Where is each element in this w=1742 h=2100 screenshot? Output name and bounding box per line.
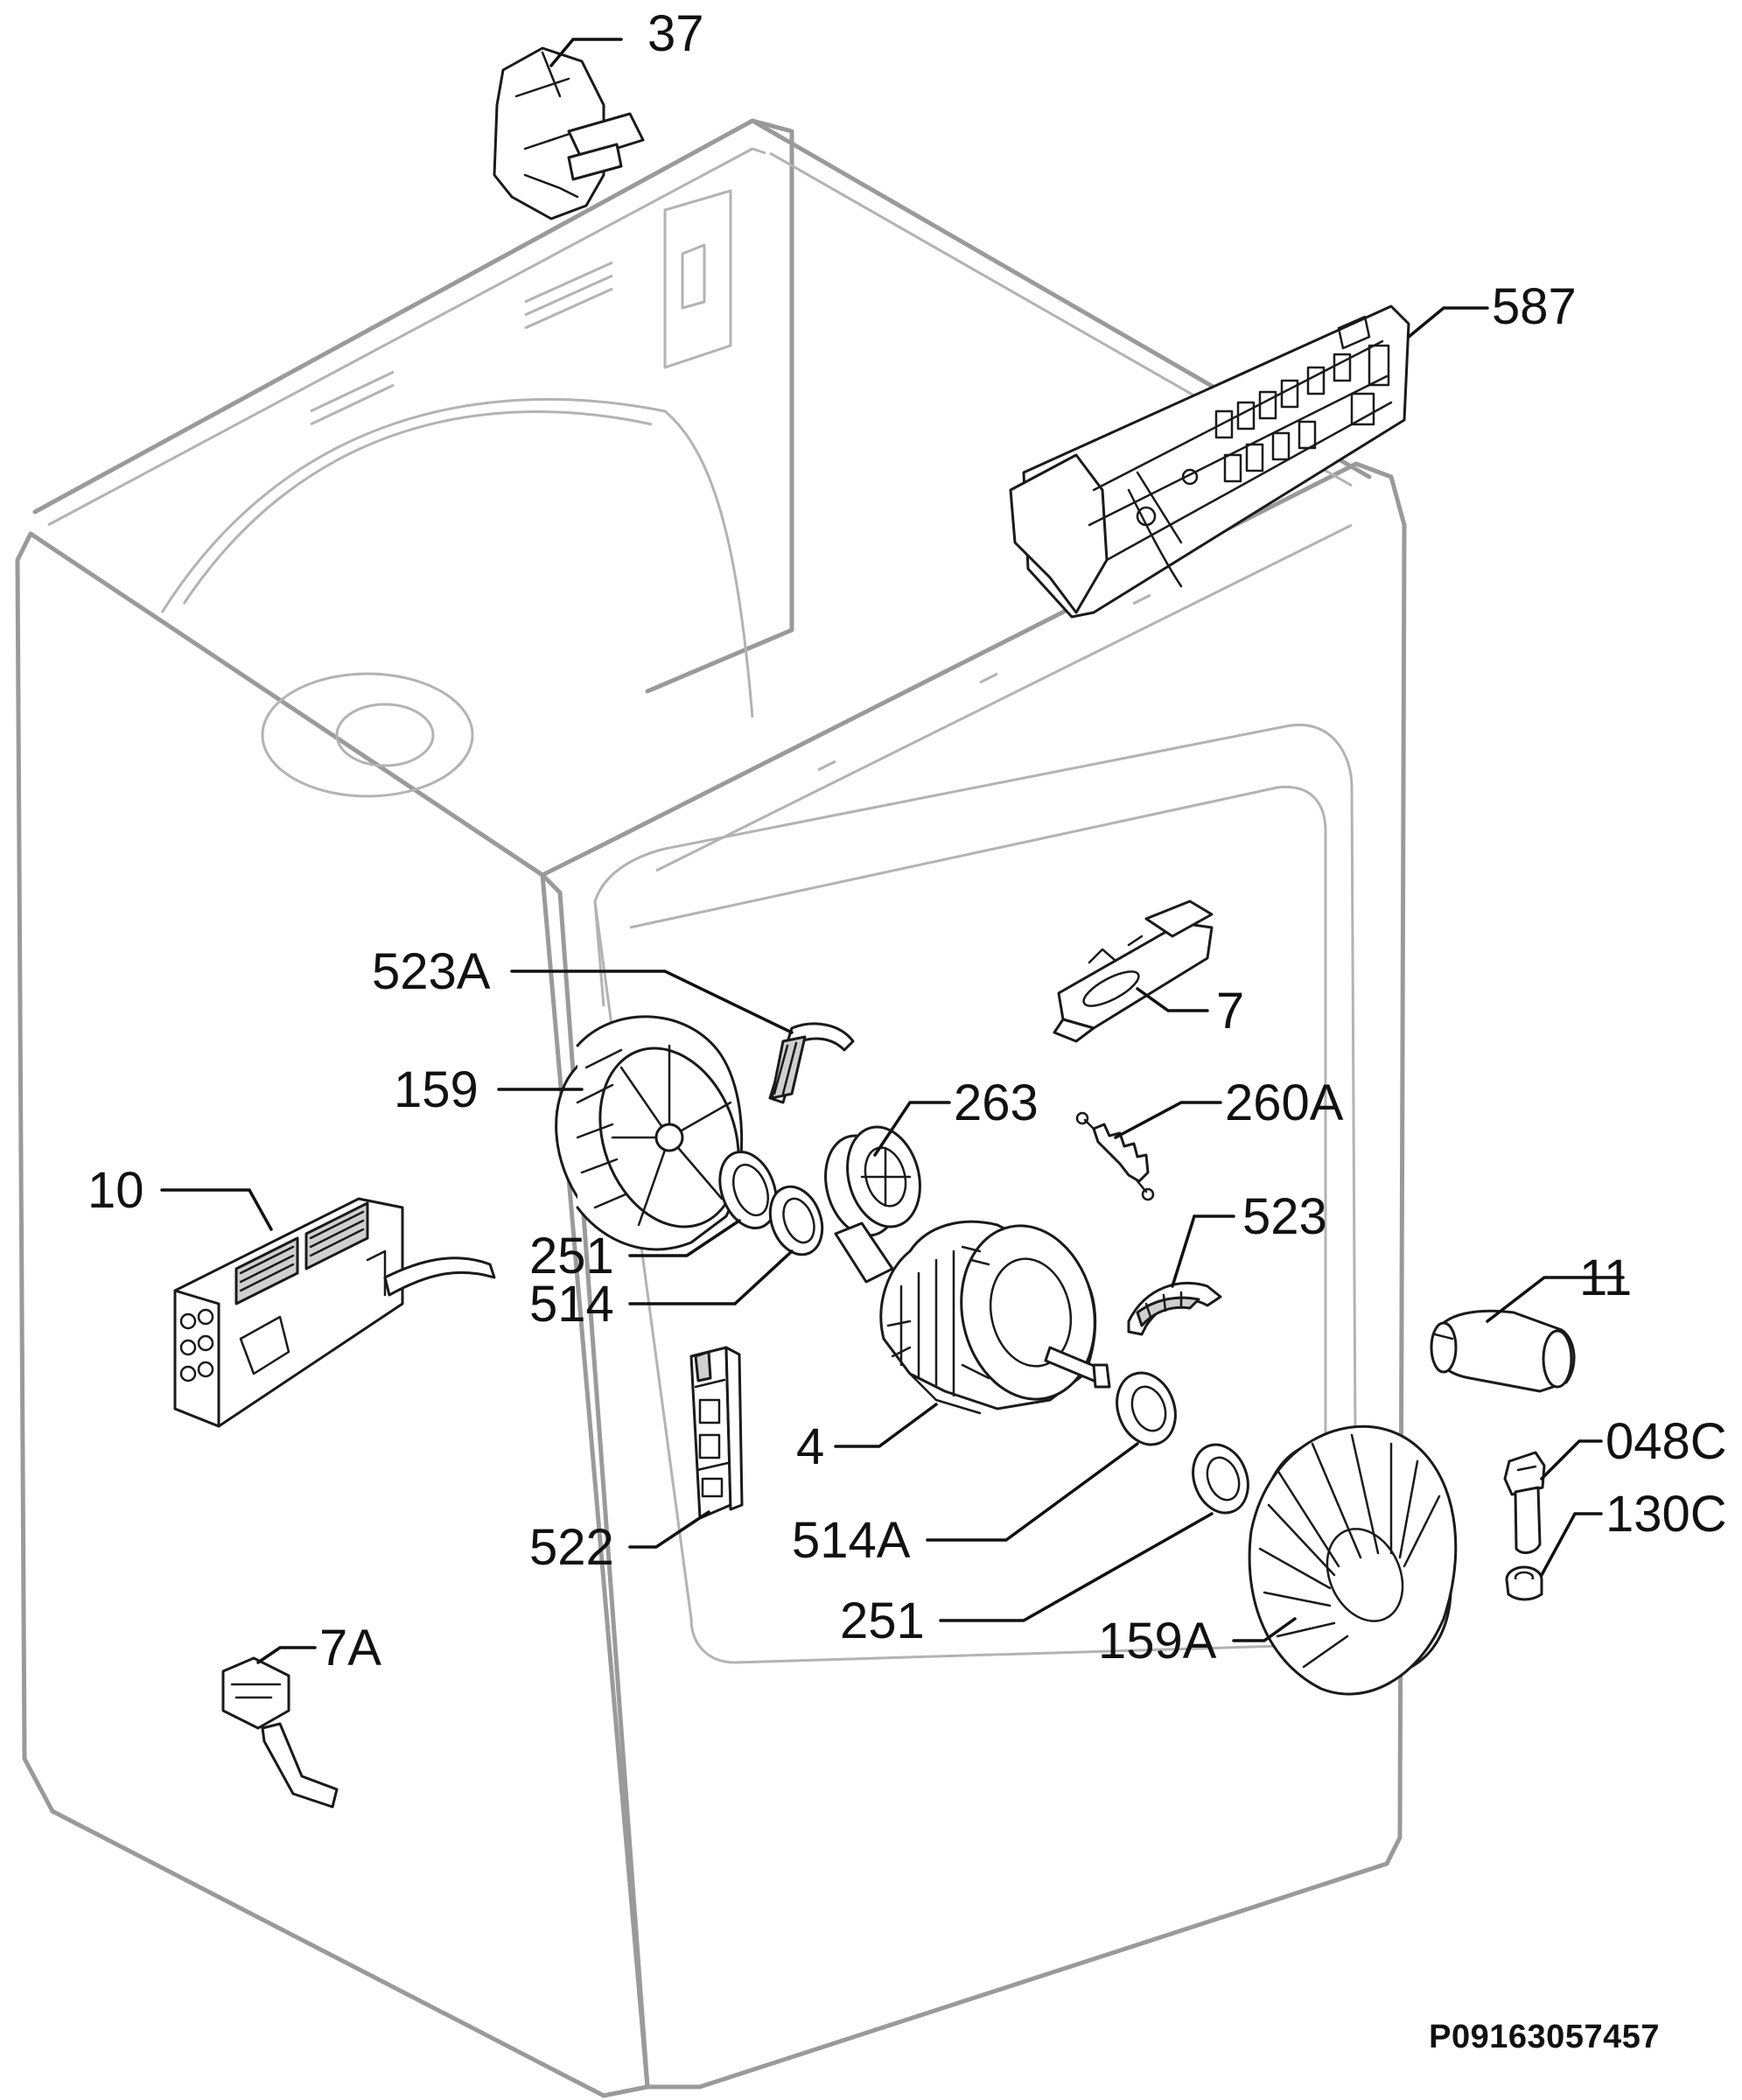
leader-263: [873, 1101, 951, 1157]
label-10: 10: [87, 1162, 144, 1219]
leader-523: [1171, 1214, 1235, 1288]
leader-37: [549, 38, 623, 67]
part-11-capacitor: [1430, 1309, 1576, 1393]
label-514A: 514A: [792, 1512, 911, 1569]
leader-lines: [160, 38, 1625, 1664]
label-7A: 7A: [319, 1620, 381, 1676]
leader-4: [834, 1403, 938, 1448]
cabinet-housing: [15, 118, 1407, 2098]
part-labels: 37 587 523A 7 159 263 260A 10 523 251 51…: [87, 5, 1727, 1676]
part-263-pulley: [824, 1125, 921, 1237]
label-159: 159: [394, 1061, 479, 1118]
label-130C: 130C: [1606, 1486, 1727, 1543]
label-587: 587: [1492, 278, 1577, 335]
label-251a: 251: [529, 1228, 614, 1284]
leader-587: [1407, 306, 1489, 339]
leader-7A: [256, 1646, 317, 1664]
label-514: 514: [529, 1276, 614, 1333]
leader-11: [1486, 1276, 1625, 1323]
label-37: 37: [647, 5, 704, 62]
part-251-seal-ring-front: [1192, 1443, 1249, 1515]
part-048C-filter: [1503, 1451, 1546, 1555]
label-048C: 048C: [1606, 1413, 1727, 1470]
label-159A: 159A: [1098, 1613, 1217, 1670]
label-4: 4: [796, 1418, 824, 1475]
part-522-sensor: [689, 1346, 744, 1520]
leader-523A: [510, 970, 794, 1034]
part-159-fan-wheel: [555, 1015, 744, 1251]
part-514-seal-ring: [768, 1185, 824, 1256]
leader-514: [628, 1250, 794, 1306]
leader-159A: [1232, 1617, 1297, 1642]
part-523-bracket: [1127, 1281, 1222, 1336]
leader-7: [1136, 987, 1209, 1012]
label-523A: 523A: [372, 943, 491, 1000]
part-4-motor: [834, 1220, 1111, 1415]
leader-251b: [939, 1512, 1214, 1622]
label-7: 7: [1216, 983, 1244, 1040]
label-263: 263: [954, 1074, 1039, 1131]
reference-number: P09163057457: [1429, 2019, 1660, 2055]
part-130C-grommet: [1505, 1565, 1543, 1601]
part-260A-spring: [1075, 1111, 1155, 1201]
part-523A-bracket: [768, 1022, 855, 1104]
part-587-control-board: [1009, 304, 1410, 619]
part-251-seal-ring: [718, 1150, 778, 1230]
leader-514A: [926, 1442, 1139, 1542]
part-10-heater: [173, 1197, 496, 1428]
label-251b: 251: [840, 1592, 925, 1649]
leader-10: [160, 1188, 273, 1231]
part-514A-seal-ring: [1116, 1371, 1177, 1446]
leader-522: [628, 1510, 710, 1549]
part-159A-cooling-fan: [1248, 1424, 1458, 1696]
label-11: 11: [1579, 1250, 1632, 1306]
label-260A: 260A: [1225, 1074, 1344, 1131]
leader-251a: [628, 1219, 741, 1257]
label-522: 522: [529, 1519, 614, 1576]
label-523: 523: [1242, 1188, 1327, 1245]
part-7A-microswitch: [221, 1656, 339, 1809]
part-7-door-switch: [1053, 900, 1214, 1043]
leader-260A: [1114, 1101, 1222, 1139]
leader-130C: [1540, 1512, 1603, 1577]
leader-048C: [1540, 1439, 1603, 1480]
part-37-switch: [493, 46, 645, 220]
